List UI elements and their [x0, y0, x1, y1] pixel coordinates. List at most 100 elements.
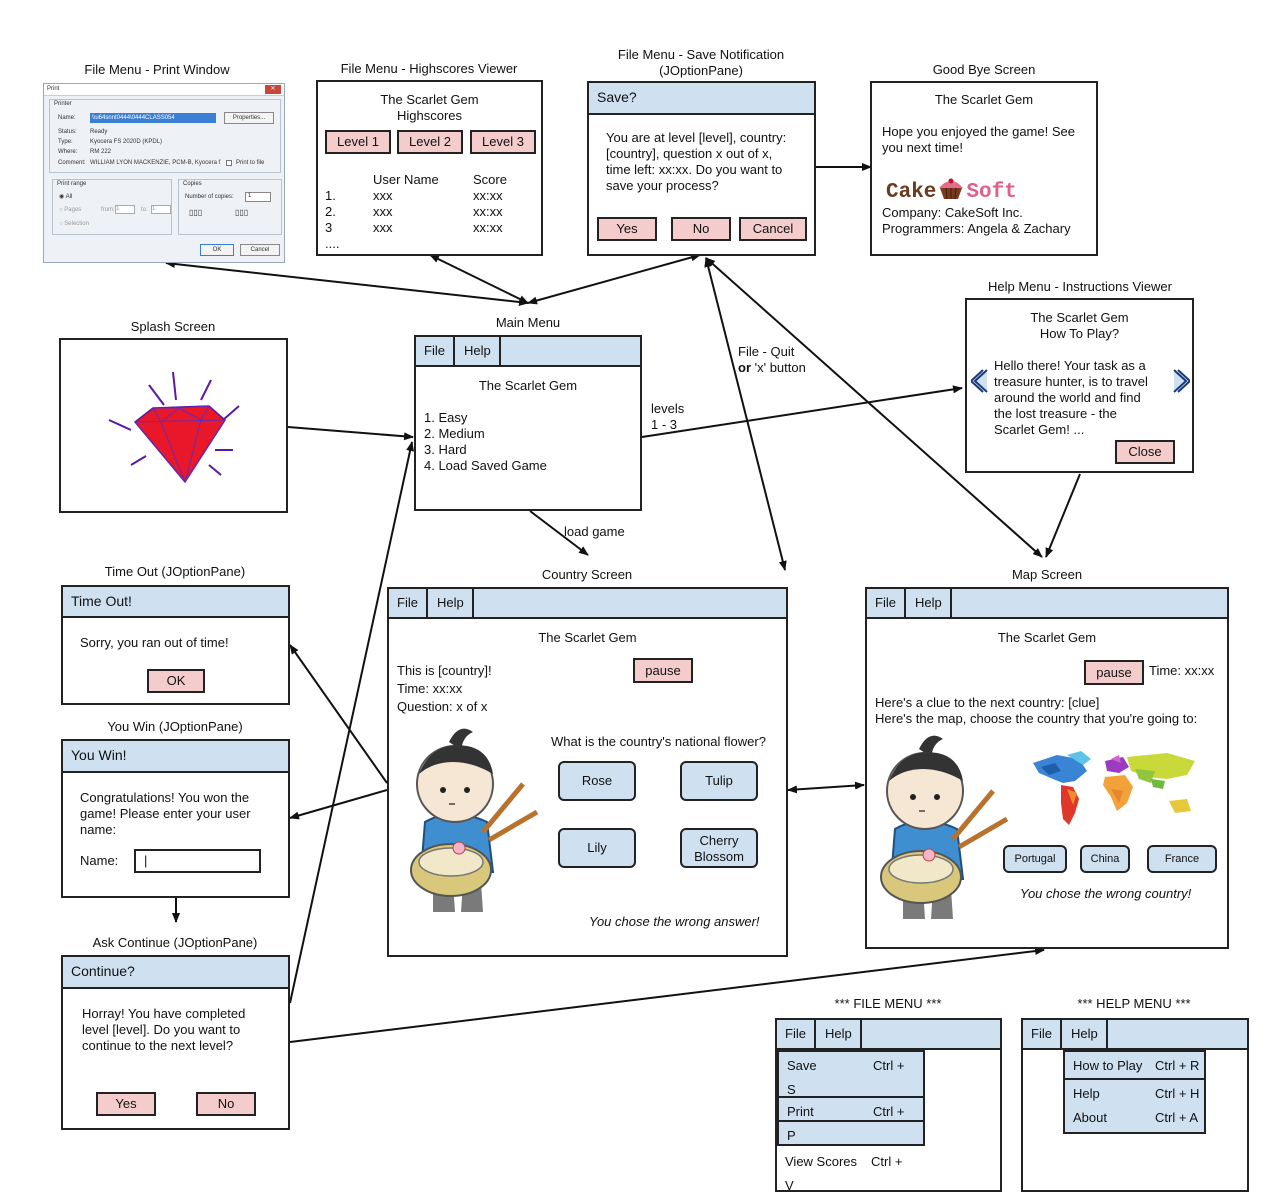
help-menu[interactable]: Help: [1063, 1020, 1108, 1048]
yes-button[interactable]: Yes: [96, 1092, 156, 1116]
menu-item-view-scores-cont: V: [785, 1178, 794, 1193]
menu-item-how-to-play[interactable]: How to Play Ctrl + R: [1065, 1052, 1204, 1080]
caption-help-menu: *** HELP MENU ***: [1077, 996, 1191, 1011]
caption-main-menu: Main Menu: [495, 315, 561, 330]
menu-item-about[interactable]: About Ctrl + A: [1073, 1110, 1198, 1125]
splash-screen: [59, 338, 288, 513]
world-map-image[interactable]: [1027, 749, 1202, 829]
time-out-message: Sorry, you ran out of time!: [80, 635, 229, 650]
menu-item-view-scores[interactable]: View Scores: [785, 1154, 858, 1169]
properties-button[interactable]: Properties...: [224, 112, 274, 124]
map-screen: File Help The Scarlet Gem pause Time: xx…: [865, 587, 1229, 949]
caption-instructions: Help Menu - Instructions Viewer: [987, 279, 1172, 294]
help-menu[interactable]: Help: [429, 589, 474, 617]
file-menu[interactable]: File: [416, 337, 455, 365]
edge-label-quit: File - Quit or 'x' button: [738, 344, 806, 375]
no-button[interactable]: No: [196, 1092, 256, 1116]
yes-button[interactable]: Yes: [597, 217, 657, 241]
close-icon[interactable]: ✕: [265, 85, 281, 94]
instructions-subtitle: How To Play?: [1039, 326, 1120, 341]
print-to-file-checkbox[interactable]: [226, 160, 232, 166]
you-win-title: You Win!: [63, 741, 288, 773]
time-out-title: Time Out!: [63, 587, 288, 618]
arrow-save-map: [705, 257, 1043, 558]
cancel-button[interactable]: Cancel: [240, 244, 280, 256]
highscores-subtitle: Highscores: [396, 108, 463, 123]
time-text: Time: xx:xx: [1149, 663, 1215, 678]
collate-icon: ▯▯▯: [189, 208, 203, 217]
answer-lily-button[interactable]: Lily: [558, 828, 636, 868]
arrow-main-highscores: [429, 254, 529, 304]
menu-item-print[interactable]: Print Ctrl +: [777, 1096, 925, 1122]
cupcake-icon: [939, 178, 964, 200]
copies-stepper[interactable]: 1: [245, 192, 271, 202]
feedback-text: You chose the wrong country!: [1020, 886, 1192, 901]
arrow-continue-map: [289, 947, 1045, 1043]
help-menu[interactable]: Help: [907, 589, 952, 617]
menu-bar: File Help: [1023, 1020, 1247, 1050]
help-menu[interactable]: Help: [456, 337, 501, 365]
printer-name-select[interactable]: \\u64snnt0444\0444CLASS054: [90, 113, 216, 123]
answer-cherry-blossom-button[interactable]: Cherry Blossom: [680, 828, 758, 868]
caption-country-screen: Country Screen: [541, 567, 633, 582]
range-to-input[interactable]: 1: [151, 205, 171, 214]
col-header-score: Score: [473, 172, 507, 187]
previous-page-icon[interactable]: [971, 368, 991, 394]
collate-icon: ▯▯▯: [235, 208, 249, 217]
menu-bar: File Help: [777, 1020, 1000, 1050]
menu-item-easy[interactable]: 1. Easy: [424, 410, 468, 425]
file-menu[interactable]: File: [1023, 1020, 1062, 1048]
menu-item-save[interactable]: Save Ctrl + S: [777, 1050, 925, 1098]
level-1-button[interactable]: Level 1: [325, 130, 391, 154]
country-france-button[interactable]: France: [1147, 845, 1217, 873]
game-title: The Scarlet Gem: [380, 92, 479, 107]
no-button[interactable]: No: [671, 217, 731, 241]
menu-item-help[interactable]: Help Ctrl + H: [1073, 1086, 1200, 1101]
close-button[interactable]: Close: [1115, 440, 1175, 464]
range-all-radio[interactable]: ◉ All: [59, 194, 73, 200]
file-menu[interactable]: File: [777, 1020, 816, 1048]
answer-tulip-button[interactable]: Tulip: [680, 761, 758, 801]
file-menu[interactable]: File: [389, 589, 428, 617]
level-3-button[interactable]: Level 3: [470, 130, 536, 154]
arrow-splash-main: [287, 426, 414, 441]
country-portugal-button[interactable]: Portugal: [1003, 845, 1067, 873]
pause-button[interactable]: pause: [1084, 660, 1144, 685]
next-page-icon[interactable]: [1170, 368, 1190, 394]
country-screen: File Help The Scarlet Gem This is [count…: [387, 587, 788, 957]
time-out-dialog: Time Out! Sorry, you ran out of time! OK: [61, 585, 290, 705]
range-from-input[interactable]: 1: [115, 205, 135, 214]
menu-item-medium[interactable]: 2. Medium: [424, 426, 485, 441]
menu-item-print-cont[interactable]: P: [777, 1120, 925, 1146]
menu-item-hard[interactable]: 3. Hard: [424, 442, 467, 457]
caption-ask-continue: Ask Continue (JOptionPane): [92, 935, 258, 950]
ok-button[interactable]: OK: [200, 244, 234, 256]
cancel-button[interactable]: Cancel: [739, 217, 807, 241]
menu-item-load-saved[interactable]: 4. Load Saved Game: [424, 458, 547, 473]
level-2-button[interactable]: Level 2: [397, 130, 463, 154]
more-rows: ....: [325, 236, 340, 251]
caption-splash: Splash Screen: [130, 319, 216, 334]
help-menu-example: File Help How to Play Ctrl + R Help Ctrl…: [1021, 1018, 1249, 1192]
pause-button[interactable]: pause: [633, 658, 693, 683]
edge-label-load-game: load game: [564, 524, 625, 539]
arrow-main-print: [165, 260, 529, 306]
ok-button[interactable]: OK: [147, 669, 205, 693]
help-menu[interactable]: Help: [817, 1020, 862, 1048]
name-input[interactable]: |: [134, 849, 261, 873]
arrow-country-map: [787, 781, 865, 794]
save-dialog: Save? You are at level [level], country:…: [587, 81, 816, 256]
highscores-viewer: The Scarlet Gem Highscores Level 1 Level…: [316, 80, 543, 256]
range-selection-radio[interactable]: ○ Selection: [59, 221, 89, 227]
answer-rose-button[interactable]: Rose: [558, 761, 636, 801]
arrow-main-instructions: [641, 385, 963, 438]
file-menu[interactable]: File: [867, 589, 906, 617]
country-china-button[interactable]: China: [1080, 845, 1130, 873]
caption-save-notification: File Menu - Save Notification: [617, 47, 785, 62]
country-info: This is [country]! Time: xx:xx Question:…: [397, 663, 492, 714]
range-pages-radio[interactable]: ○ Pages: [59, 207, 82, 213]
arrow-country-youwin: [289, 789, 388, 820]
main-menu-window: File Help The Scarlet Gem 1. Easy 2. Med…: [414, 335, 642, 511]
explorer-character-image: [410, 728, 539, 912]
